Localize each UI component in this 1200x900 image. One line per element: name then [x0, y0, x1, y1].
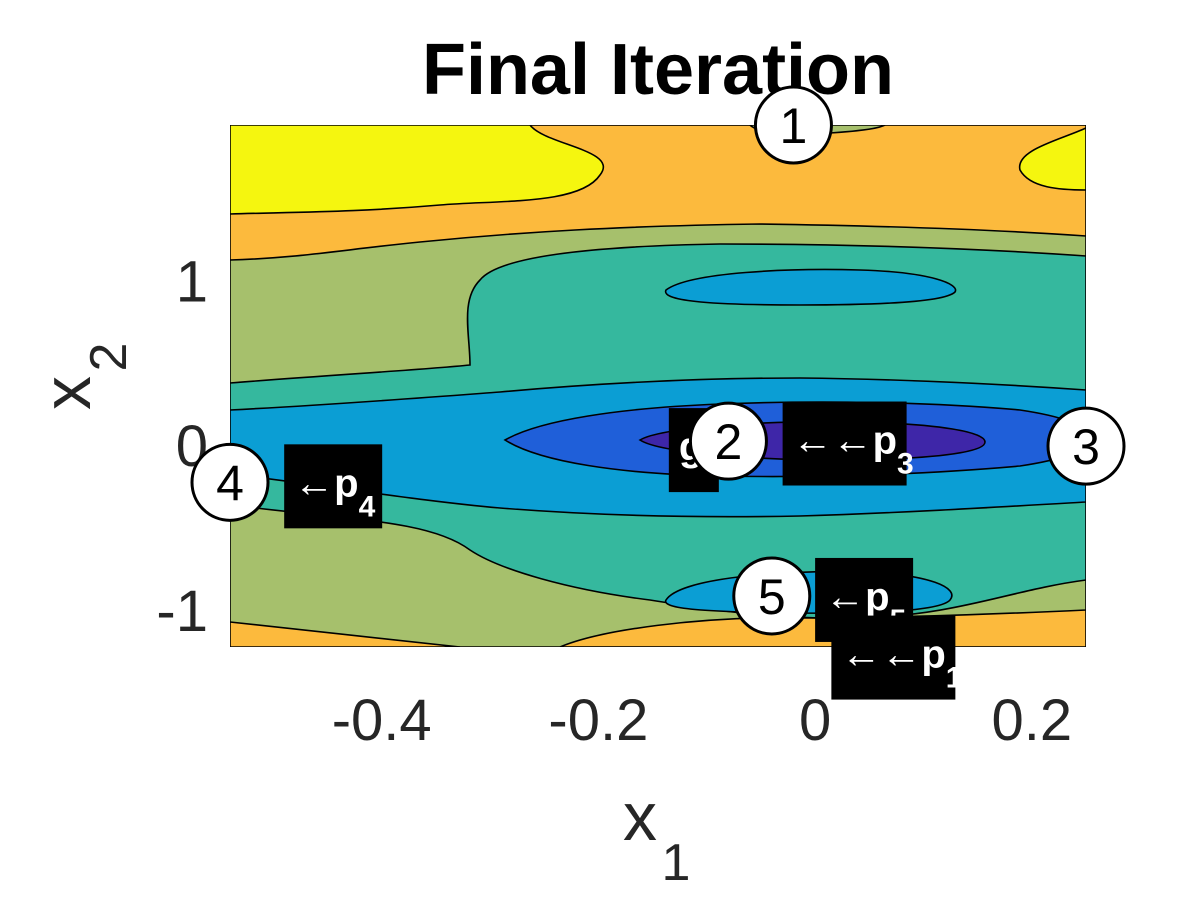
x-tick-label: 0.2 [992, 688, 1073, 753]
annotation-subscript: 1 [946, 662, 963, 695]
annotation-box [831, 615, 956, 700]
y-tick-label: 1 [176, 249, 208, 314]
x-axis-ticks: -0.4 -0.2 0 0.2 [332, 688, 1072, 753]
point-marker-circle [732, 556, 812, 636]
point-marker-label: 2 [715, 414, 743, 470]
x-tick-label: -0.2 [548, 688, 648, 753]
annotation-subscript: 4 [359, 490, 376, 523]
point-marker-label: 5 [758, 569, 786, 625]
contour-region-yellow-right [1019, 127, 1086, 191]
point-marker: 4 [190, 442, 270, 522]
point-marker: 3 [1046, 406, 1126, 486]
annotation-label: ←p4 [284, 444, 383, 529]
y-axis-label-sub: 2 [80, 343, 138, 372]
chart-title: Final Iteration [422, 30, 894, 110]
contour-fills [230, 125, 1086, 647]
y-axis-ticks: -101 [156, 249, 208, 643]
contour-region-yellow-left [230, 125, 604, 215]
contour-region-orange-bottom [230, 621, 461, 647]
annotation-box [782, 401, 907, 486]
y-axis-label-main: x [29, 376, 105, 410]
point-marker-circle [753, 85, 833, 165]
point-marker-circle [688, 401, 768, 481]
x-axis-label: x 1 [623, 779, 690, 892]
point-marker-circle [1046, 406, 1126, 486]
annotation-label: ←←p3 [782, 401, 914, 486]
point-marker-label: 3 [1072, 419, 1100, 475]
contour-region-light-blue-top [664, 268, 957, 306]
annotation-subscript: 3 [897, 448, 914, 481]
point-marker: 2 [688, 401, 768, 481]
x-tick-label: -0.4 [332, 688, 432, 753]
point-markers: 1 2 3 4 5 [190, 85, 1126, 636]
annotation-box [284, 444, 383, 529]
y-tick-label: -1 [156, 579, 208, 644]
x-axis-label-main: x [623, 779, 657, 855]
x-axis-label-sub: 1 [662, 834, 691, 892]
annotation-label: ←←p1 [831, 615, 963, 700]
point-marker: 5 [732, 556, 812, 636]
point-marker-label: 4 [216, 455, 244, 511]
point-marker-label: 1 [780, 98, 808, 154]
y-axis-label: x 2 [29, 343, 138, 410]
point-marker-circle [190, 442, 270, 522]
x-tick-label: 0 [799, 688, 831, 753]
point-marker: 1 [753, 85, 833, 165]
